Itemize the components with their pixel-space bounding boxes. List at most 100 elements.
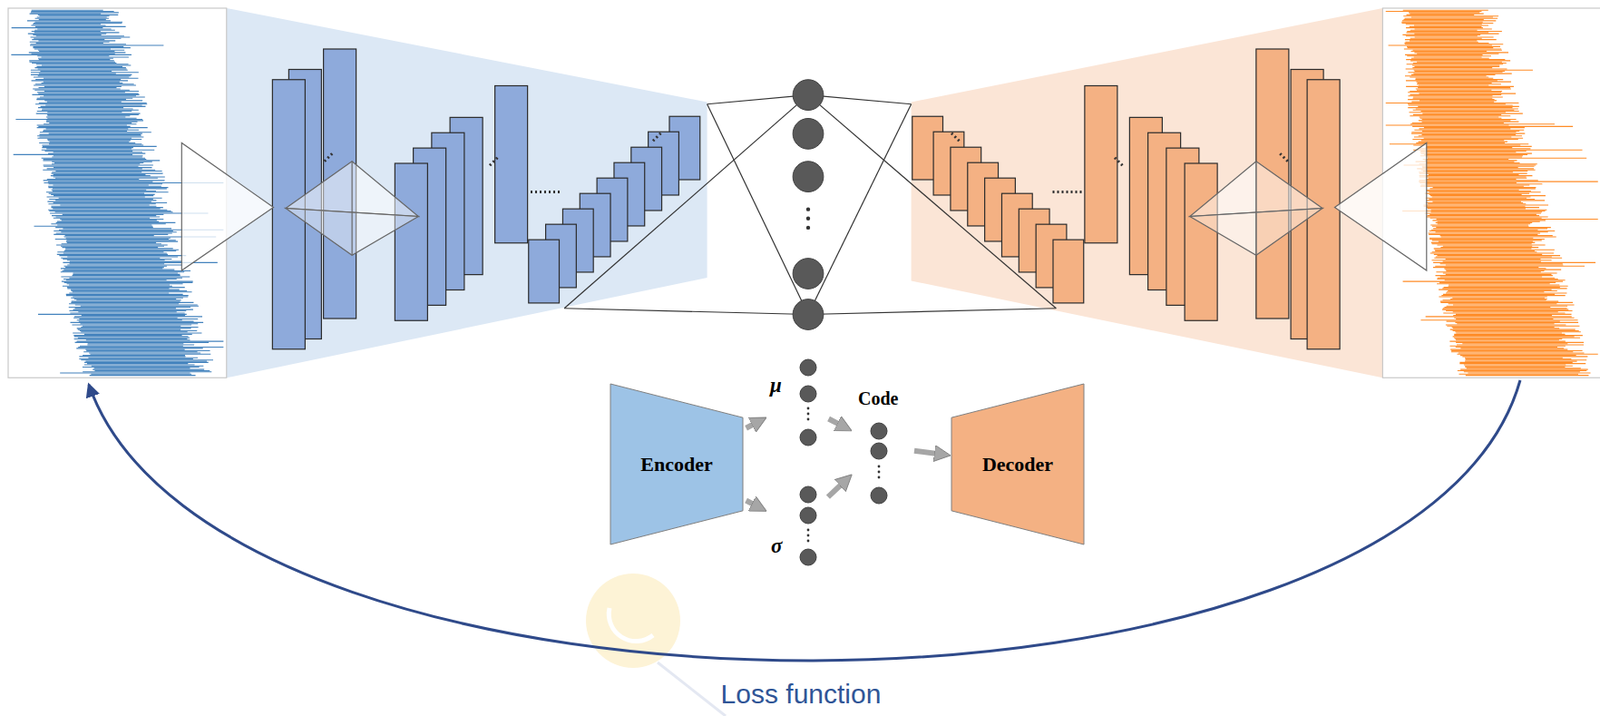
signal-stroke bbox=[1434, 265, 1585, 267]
signal-stroke bbox=[30, 69, 128, 71]
signal-stroke bbox=[48, 153, 146, 155]
signal-stroke bbox=[1435, 222, 1533, 224]
signal-stroke bbox=[1424, 137, 1523, 139]
signal-stroke bbox=[1414, 25, 1489, 27]
signal-stroke bbox=[1405, 79, 1498, 81]
signal-stroke bbox=[1414, 36, 1494, 38]
signal-stroke bbox=[69, 261, 183, 263]
signal-stroke bbox=[1414, 129, 1524, 131]
signal-stroke bbox=[53, 234, 168, 235]
vector-label: μ bbox=[770, 373, 782, 398]
signal-stroke bbox=[1419, 99, 1497, 101]
signal-stroke bbox=[1416, 53, 1499, 55]
signal-stroke bbox=[1453, 314, 1552, 316]
signal-stroke bbox=[85, 349, 185, 351]
signal-stroke bbox=[1429, 194, 1522, 196]
signal-stroke bbox=[41, 82, 124, 84]
signal-stroke bbox=[10, 54, 132, 56]
signal-stroke bbox=[50, 175, 151, 176]
signal-stroke bbox=[68, 310, 186, 312]
signal-stroke bbox=[1424, 193, 1530, 195]
ellipsis-dot bbox=[806, 206, 810, 211]
signal-stroke bbox=[58, 254, 186, 256]
signal-stroke bbox=[1405, 86, 1514, 88]
signal-stroke bbox=[1438, 241, 1533, 243]
signal-stroke bbox=[48, 185, 162, 187]
signal-stroke bbox=[1402, 34, 1481, 36]
signal-stroke bbox=[1430, 217, 1542, 219]
signal-stroke bbox=[48, 181, 153, 183]
signal-stroke bbox=[1467, 371, 1591, 373]
signal-stroke bbox=[1460, 354, 1577, 356]
signal-stroke bbox=[1453, 334, 1583, 336]
dense-connection bbox=[564, 95, 809, 309]
encoder-layers bbox=[181, 48, 809, 350]
ellipsis-dots bbox=[530, 190, 562, 194]
signal-stroke bbox=[85, 360, 207, 362]
signal-stroke bbox=[1415, 78, 1494, 79]
dense-connection bbox=[808, 95, 1056, 309]
signal-stroke bbox=[48, 193, 145, 195]
flow-arrow bbox=[746, 500, 761, 508]
signal-stroke bbox=[41, 107, 133, 109]
signal-stroke bbox=[64, 250, 177, 252]
signal-stroke bbox=[1414, 66, 1500, 68]
signal-stroke bbox=[1425, 178, 1517, 180]
signal-stroke bbox=[1406, 63, 1504, 65]
signal-stroke bbox=[47, 117, 137, 119]
signal-stroke bbox=[1409, 13, 1483, 15]
signal-stroke bbox=[53, 174, 147, 176]
signal-stroke bbox=[75, 303, 198, 305]
signal-stroke bbox=[1419, 182, 1517, 184]
signal-stroke bbox=[35, 78, 121, 80]
signal-stroke bbox=[1389, 143, 1529, 145]
signal-stroke bbox=[1443, 306, 1551, 308]
signal-stroke bbox=[1403, 15, 1499, 17]
signal-stroke bbox=[80, 331, 187, 332]
signal-stroke bbox=[1415, 87, 1512, 89]
signal-stroke bbox=[82, 366, 200, 368]
signal-stroke bbox=[80, 359, 214, 361]
signal-stroke bbox=[1425, 189, 1519, 191]
signal-stroke bbox=[1413, 73, 1512, 75]
signal-stroke bbox=[1462, 342, 1568, 344]
signal-stroke bbox=[30, 10, 114, 12]
signal-stroke bbox=[1431, 242, 1535, 244]
signal-stroke bbox=[70, 290, 187, 292]
decoder-layers bbox=[808, 48, 1427, 350]
signal-stroke bbox=[1411, 133, 1525, 135]
signal-stroke bbox=[1385, 124, 1510, 126]
signal-stroke bbox=[32, 23, 101, 25]
signal-stroke bbox=[1418, 181, 1598, 183]
signal-stroke bbox=[1424, 154, 1528, 156]
signal-stroke bbox=[34, 21, 123, 23]
latent-neuron bbox=[792, 299, 824, 331]
signal-stroke bbox=[1424, 205, 1526, 207]
signal-stroke bbox=[47, 178, 139, 180]
signal-stroke bbox=[53, 202, 168, 204]
signal-stroke bbox=[1463, 370, 1581, 372]
trapezoid-shape bbox=[951, 383, 1084, 545]
signal-stroke bbox=[1438, 295, 1547, 297]
signal-stroke bbox=[90, 373, 192, 375]
signal-stroke bbox=[76, 299, 181, 301]
signal-stroke bbox=[94, 367, 191, 369]
signal-stroke bbox=[57, 251, 164, 253]
signal-stroke bbox=[46, 191, 169, 193]
signal-stroke bbox=[1426, 190, 1532, 192]
signal-stroke bbox=[1427, 203, 1526, 205]
signal-stroke bbox=[68, 283, 170, 285]
signal-stroke bbox=[66, 237, 171, 239]
signal-stroke bbox=[1445, 270, 1544, 272]
signal-stroke bbox=[1463, 363, 1566, 365]
signal-stroke bbox=[84, 333, 193, 335]
signal-stroke bbox=[1407, 107, 1513, 108]
signal-stroke bbox=[1433, 262, 1596, 264]
signal-stroke bbox=[1435, 226, 1552, 228]
signal-stroke bbox=[33, 76, 129, 78]
signal-stroke bbox=[1414, 69, 1533, 71]
signal-stroke bbox=[48, 139, 131, 141]
signal-stroke bbox=[1435, 274, 1553, 276]
signal-stroke bbox=[74, 335, 189, 337]
signal-stroke bbox=[47, 111, 122, 113]
